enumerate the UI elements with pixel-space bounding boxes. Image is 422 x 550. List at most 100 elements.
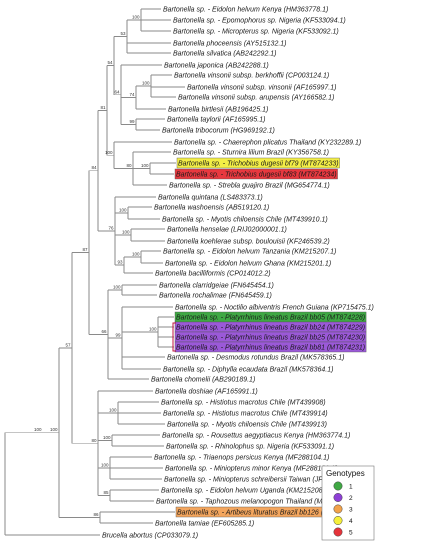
bootstrap-value: 93: [117, 260, 123, 265]
bootstrap-value: 100: [101, 463, 109, 468]
legend-label: 1: [349, 483, 353, 490]
legend-swatch: [333, 527, 343, 537]
bootstrap-value: 76: [108, 226, 114, 231]
taxon-label: Bartonella sp. - Rhinolophus sp. Nigeria…: [166, 443, 334, 450]
bootstrap-values: 100 53 100 74 99 64 54 100 80 100 81 100 100 100 93 76 8…: [34, 15, 157, 518]
taxon-label: Bartonella vinsonii subsp. berkhoffii (C…: [174, 72, 329, 79]
bootstrap-value: 99: [115, 333, 121, 338]
taxon-label: Bartonella henselae (LRIJ02000001.1): [167, 226, 287, 233]
taxon-label: Bartonella clarridgeiae (FN645454.1): [159, 282, 274, 289]
genotype-legend: Genotypes 1 2 3 4 5: [321, 465, 375, 541]
bootstrap-value: 66: [101, 329, 107, 334]
taxon-label: Bartonella bacilliformis (CP014012.2): [155, 270, 271, 277]
taxon-label: Bartonella phoceensis (AY515132.1): [173, 40, 287, 47]
genotype-highlights: [172, 157, 367, 518]
bootstrap-value: 99: [129, 119, 135, 124]
taxon-label: Bartonella sp. - Trichobius dugesii bf83…: [176, 171, 337, 178]
taxon-label: Bartonella sp. - Miniopterus schreibersi…: [164, 476, 354, 483]
taxon-label: Bartonella quintana (LS483373.1): [158, 194, 263, 201]
taxon-label: Bartonella tribocorum (HG969192.1): [162, 127, 275, 134]
taxon-label: Bartonella rochalimae (FN645459.1): [159, 292, 272, 299]
bootstrap-value: 100: [113, 285, 121, 290]
taxon-label: Bartonella sp. - Eidolon helvum Uganda (…: [161, 487, 331, 494]
taxon-label: Bartonella sp. - Epomophorus sp. Nigeria…: [173, 17, 346, 24]
bootstrap-value: 100: [141, 163, 149, 168]
taxon-label: Bartonella sp. - Histiotus macrotus Chil…: [161, 399, 326, 406]
legend-swatch: [333, 504, 343, 514]
taxon-label: Bartonella koehlerae subsp. boulouisii (…: [167, 238, 330, 245]
bootstrap-value: 64: [114, 89, 120, 94]
taxon-labels: Bartonella sp. - Eidolon helvum Kenya (H…: [102, 6, 374, 539]
taxon-label: Bartonella sp. - Diphylla ecaudata Brazi…: [163, 366, 333, 373]
taxon-label: Brucella abortus (CP033079.1): [102, 532, 198, 539]
bootstrap-value: 54: [107, 60, 113, 65]
taxon-label: Bartonella sp. - Triaenops persicus Keny…: [154, 454, 329, 461]
taxon-label: Bartonella sp. - Rousettus aegyptiacus K…: [162, 432, 350, 439]
tree-branches: [4, 8, 185, 536]
legend-swatch: [333, 493, 343, 502]
taxon-label: Bartonella sp. - Chaerephon plicatus Tha…: [174, 139, 361, 146]
legend-label: 5: [349, 529, 353, 536]
bootstrap-value: 74: [129, 92, 135, 97]
bootstrap-value: 86: [93, 512, 99, 517]
bootstrap-value: 100: [119, 208, 127, 213]
taxon-label: Bartonella sp. - Eidolon helvum Kenya (H…: [163, 6, 328, 13]
legend-swatch: [333, 481, 343, 491]
taxon-label: Bartonella sp. - Platyrrhinus lineatus B…: [176, 344, 365, 351]
bootstrap-value: 80: [91, 438, 97, 443]
bootstrap-value: 100: [122, 230, 130, 235]
genotype-highlight-box: [176, 157, 340, 169]
bootstrap-value: 84: [91, 165, 97, 170]
taxon-label: Bartonella japonica (AB242288.1): [164, 62, 269, 69]
bootstrap-value: 100: [103, 435, 111, 440]
legend-label: 3: [349, 506, 353, 513]
bootstrap-value: 87: [82, 247, 88, 252]
taxon-label: Bartonella sp. - Artibeus lituratus Braz…: [177, 509, 359, 516]
cluster-bracket: [172, 322, 176, 352]
taxon-label: Bartonella sp. - Noctilio albiventris Fr…: [175, 304, 374, 311]
bootstrap-value: 100: [50, 427, 58, 432]
bootstrap-value: 100: [142, 81, 150, 86]
bootstrap-value: 100: [132, 15, 140, 20]
genotype-highlight-box: [174, 341, 367, 353]
taxon-label: Bartonella sp. - Platyrrhinus lineatus B…: [176, 314, 365, 321]
taxon-label: Bartonella birtlesii (AB196425.1): [168, 106, 268, 113]
bootstrap-value: 100: [149, 327, 157, 332]
bootstrap-value: 85: [103, 490, 109, 495]
taxon-label: Bartonella silvatica (AB242292.1): [173, 50, 277, 57]
bootstrap-value: 100: [105, 150, 113, 155]
taxon-label: Bartonella sp. - Myotis chiloensis Chile…: [167, 421, 327, 428]
bootstrap-value: 81: [100, 105, 106, 110]
taxon-label: Bartonella tamiae (EF605285.1): [155, 520, 254, 527]
taxon-label: Bartonella sp. - Miniopterus minor Kenya…: [165, 465, 337, 472]
legend-swatch: [333, 516, 343, 525]
taxon-label: Bartonella sp. - Sturnira lilium Brazil …: [173, 149, 329, 156]
taxon-label: Bartonella sp. - Eidolon helvum Tanzania…: [163, 248, 336, 255]
taxon-label: Bartonella sp. - Trichobius dugesii bf79…: [178, 160, 339, 167]
bootstrap-value: 100: [132, 252, 140, 257]
taxon-label: Bartonella sp. - Platyrrhinus lineatus B…: [176, 334, 365, 341]
taxon-label: Bartonella sp. - Micropterus sp. Nigeria…: [173, 28, 339, 35]
taxon-label: Bartonella doshiae (AF165991.1): [155, 388, 258, 395]
genotype-highlight-box: [174, 168, 338, 180]
bootstrap-value: 100: [34, 427, 42, 432]
legend-box: [321, 465, 375, 541]
legend-title: Genotypes: [326, 469, 365, 478]
taxon-label: Bartonella taylorii (AF165995.1): [167, 116, 265, 123]
taxon-label: Bartonella vinsonii subsp. vinsonii (AF1…: [187, 84, 336, 91]
taxon-label: Bartonella sp. - Eidolon helvum Ghana (K…: [165, 260, 331, 267]
bootstrap-value: 57: [65, 342, 71, 347]
legend-label: 2: [349, 495, 353, 502]
bootstrap-value: 53: [120, 31, 126, 36]
taxon-label: Bartonella sp. - Platyrrhinus lineatus B…: [176, 324, 365, 331]
taxon-label: Bartonella sp. - Taphozous melanopogon T…: [156, 498, 358, 505]
taxon-label: Bartonella vinsonii subsp. arupensis (AY…: [178, 94, 334, 101]
legend-label: 4: [349, 518, 353, 525]
taxon-label: Bartonella chomelii (AB290189.1): [151, 376, 255, 383]
taxon-label: Bartonella sp. - Desmodus rotundus Brazi…: [167, 354, 344, 361]
bootstrap-value: 80: [126, 163, 132, 168]
taxon-label: Bartonella sp. - Histiotus macrotus Chil…: [163, 410, 328, 417]
taxon-label: Bartonella washoensis (AB519120.1): [154, 204, 269, 211]
bootstrap-value: 100: [109, 408, 117, 413]
